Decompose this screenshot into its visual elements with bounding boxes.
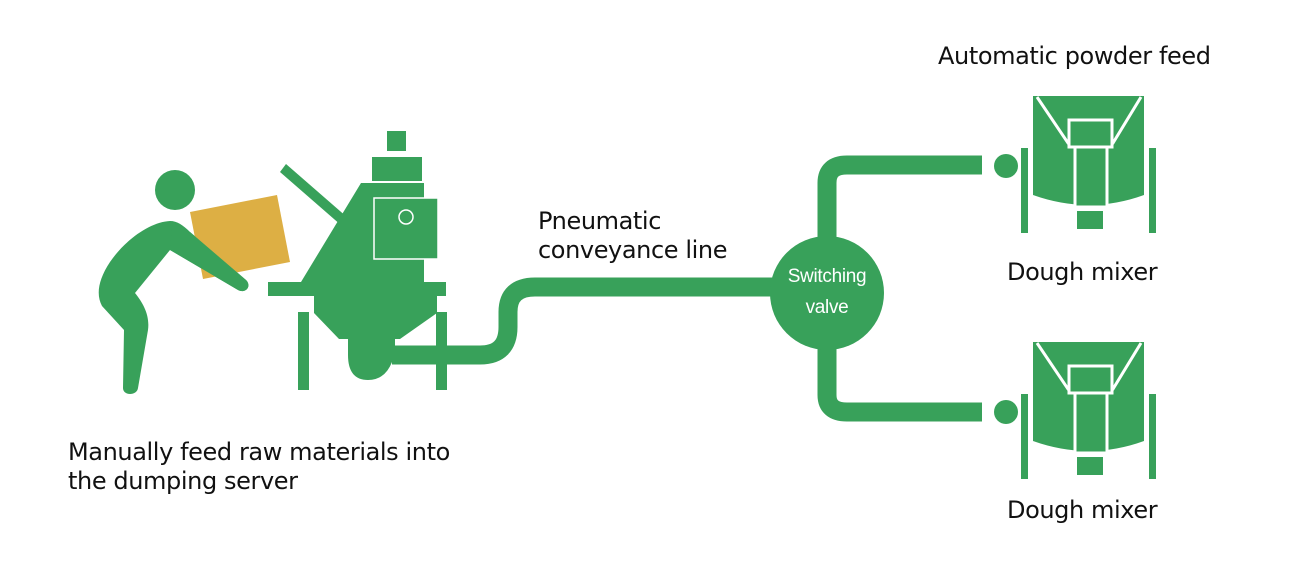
valve-label-line-1: Switching (787, 266, 867, 287)
conveyance-line-label: Pneumatic conveyance line (538, 207, 727, 265)
dough-mixer-bottom-label: Dough mixer (1007, 496, 1158, 524)
conveyance-line-label-line-2: conveyance line (538, 236, 728, 264)
switching-valve (770, 236, 884, 350)
automatic-powder-feed-label: Automatic powder feed (938, 42, 1211, 70)
dough-mixer-top-icon (994, 96, 1156, 233)
operator-label-line-1: Manually feed raw materials into (68, 438, 450, 466)
conveyance-line-label-line-1: Pneumatic (538, 207, 661, 235)
operator-label-line-2: the dumping server (68, 467, 298, 495)
switching-valve-label: Switching valve (770, 261, 884, 323)
pneumatic-conveyance-pipe (392, 277, 790, 365)
dumping-server-icon (268, 131, 447, 390)
pipe-to-mixer-bottom (817, 340, 982, 422)
operator-label: Manually feed raw materials into the dum… (68, 438, 450, 496)
valve-label-line-2: valve (805, 297, 849, 318)
dough-mixer-top-label: Dough mixer (1007, 258, 1158, 286)
dough-mixer-bottom-icon (994, 342, 1156, 479)
operator-arm (170, 229, 249, 292)
pipe-to-mixer-top (817, 155, 982, 245)
